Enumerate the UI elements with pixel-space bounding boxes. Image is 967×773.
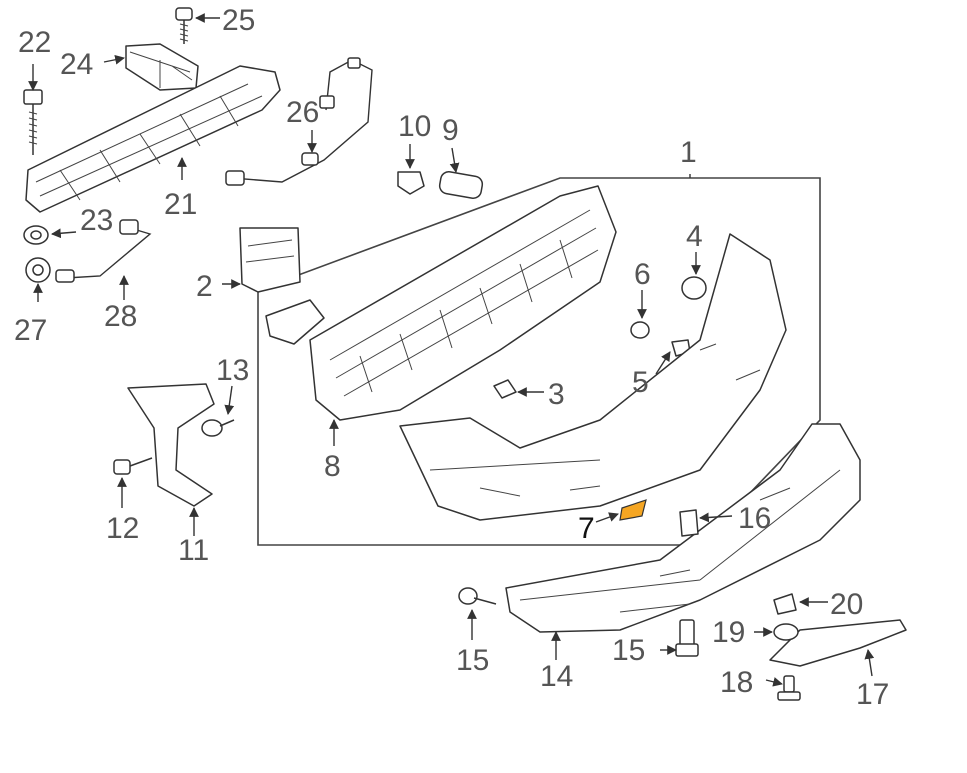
label-15-right: 15	[612, 634, 645, 667]
part-22-bolt	[23, 89, 43, 155]
part-6-grommet	[630, 321, 650, 339]
label-19: 19	[712, 616, 745, 649]
part-25-screw	[175, 7, 193, 44]
part-12-screw	[113, 457, 153, 475]
part-17-shield	[769, 619, 907, 667]
label-2: 2	[196, 270, 213, 303]
label-6: 6	[634, 258, 651, 291]
leaders	[28, 13, 875, 687]
part-28-harness	[55, 219, 152, 283]
label-8: 8	[324, 450, 341, 483]
label-9: 9	[442, 114, 459, 147]
label-3: 3	[548, 378, 565, 411]
part-24-bracket	[125, 43, 199, 91]
label-18: 18	[720, 666, 753, 699]
part-1-bumper-cover	[399, 233, 787, 521]
part-20-clip	[773, 593, 797, 615]
part-4-clip	[681, 276, 707, 300]
part-3-clip	[493, 379, 517, 399]
part-9-clip	[438, 171, 484, 199]
part-14-diffuser	[505, 423, 861, 633]
label-4: 4	[686, 220, 703, 253]
part-15-screw-left	[458, 587, 497, 605]
label-13: 13	[216, 354, 249, 387]
label-14: 14	[540, 660, 573, 693]
part-10-nut	[397, 171, 425, 195]
label-12: 12	[106, 512, 139, 545]
label-22: 22	[18, 26, 51, 59]
part-26-harness	[225, 57, 373, 186]
label-25: 25	[222, 4, 255, 37]
label-24: 24	[60, 48, 93, 81]
label-7: 7	[578, 512, 595, 545]
label-20: 20	[830, 588, 863, 621]
label-15-left: 15	[456, 644, 489, 677]
label-1: 1	[680, 136, 697, 169]
part-19-washer	[773, 623, 799, 641]
label-11: 11	[178, 534, 209, 567]
label-17: 17	[856, 678, 889, 711]
label-23: 23	[80, 204, 113, 237]
label-5: 5	[632, 366, 649, 399]
label-28: 28	[104, 300, 137, 333]
part-18-pin	[777, 675, 801, 701]
label-10: 10	[398, 110, 431, 143]
part-2-pad	[239, 227, 301, 293]
part-21-impact-bar	[25, 65, 281, 213]
part-11-side-bracket	[127, 383, 215, 507]
part-13-clip	[201, 419, 235, 437]
label-16: 16	[738, 502, 771, 535]
label-26: 26	[286, 96, 319, 129]
label-21: 21	[164, 188, 197, 221]
part-8-absorber	[265, 185, 617, 421]
part-15-screw-right	[675, 619, 699, 657]
part-7-trim	[619, 499, 647, 521]
part-16-clip	[679, 509, 699, 537]
label-27: 27	[14, 314, 47, 347]
